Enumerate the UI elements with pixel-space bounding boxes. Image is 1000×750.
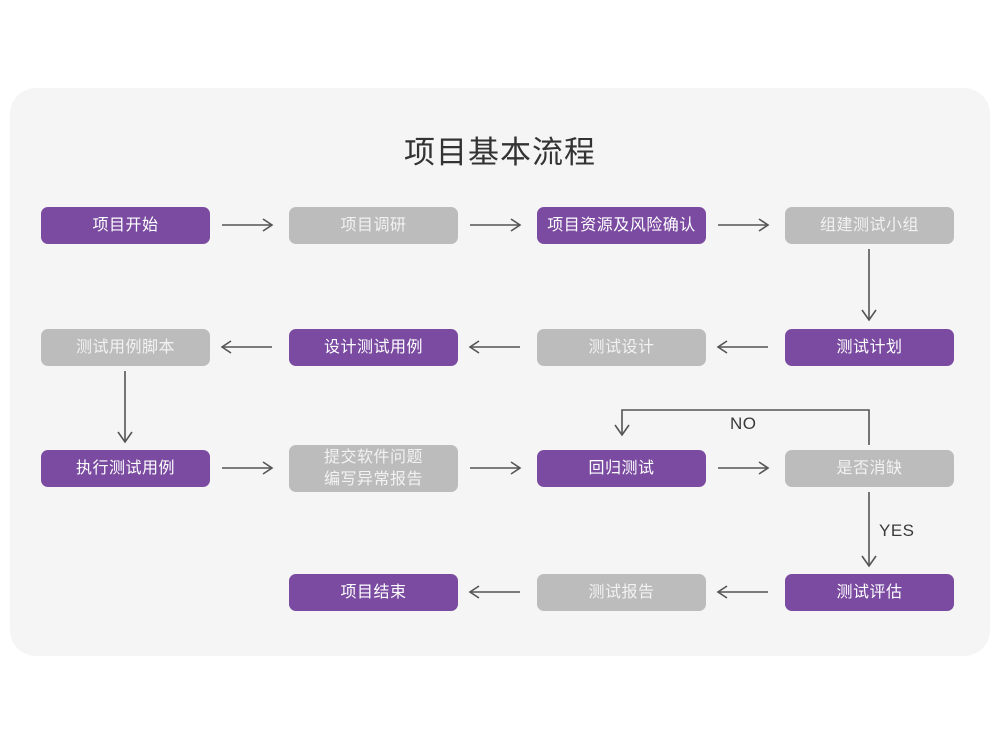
- node-project-end[interactable]: 项目结束: [289, 574, 458, 611]
- edge-label-no: NO: [730, 414, 757, 433]
- node-defect-cleared[interactable]: 是否消缺: [785, 450, 954, 487]
- page-title: 项目基本流程: [404, 135, 596, 170]
- node-test-report[interactable]: 测试报告: [537, 574, 706, 611]
- node-project-start[interactable]: 项目开始: [41, 207, 210, 244]
- node-execute-test-case[interactable]: 执行测试用例: [41, 450, 210, 487]
- edge-label-yes: YES: [879, 521, 915, 540]
- node-test-design[interactable]: 测试设计: [537, 329, 706, 366]
- node-regression-test[interactable]: 回归测试: [537, 450, 706, 487]
- node-test-evaluation[interactable]: 测试评估: [785, 574, 954, 611]
- flowchart-card: [10, 88, 990, 656]
- node-project-research[interactable]: 项目调研: [289, 207, 458, 244]
- node-submit-issue-report[interactable]: 提交软件问题 编写异常报告: [289, 445, 458, 492]
- node-design-test-case[interactable]: 设计测试用例: [289, 329, 458, 366]
- node-resource-risk-confirm[interactable]: 项目资源及风险确认: [537, 207, 706, 244]
- node-form-test-team[interactable]: 组建测试小组: [785, 207, 954, 244]
- node-test-case-script[interactable]: 测试用例脚本: [41, 329, 210, 366]
- node-test-plan[interactable]: 测试计划: [785, 329, 954, 366]
